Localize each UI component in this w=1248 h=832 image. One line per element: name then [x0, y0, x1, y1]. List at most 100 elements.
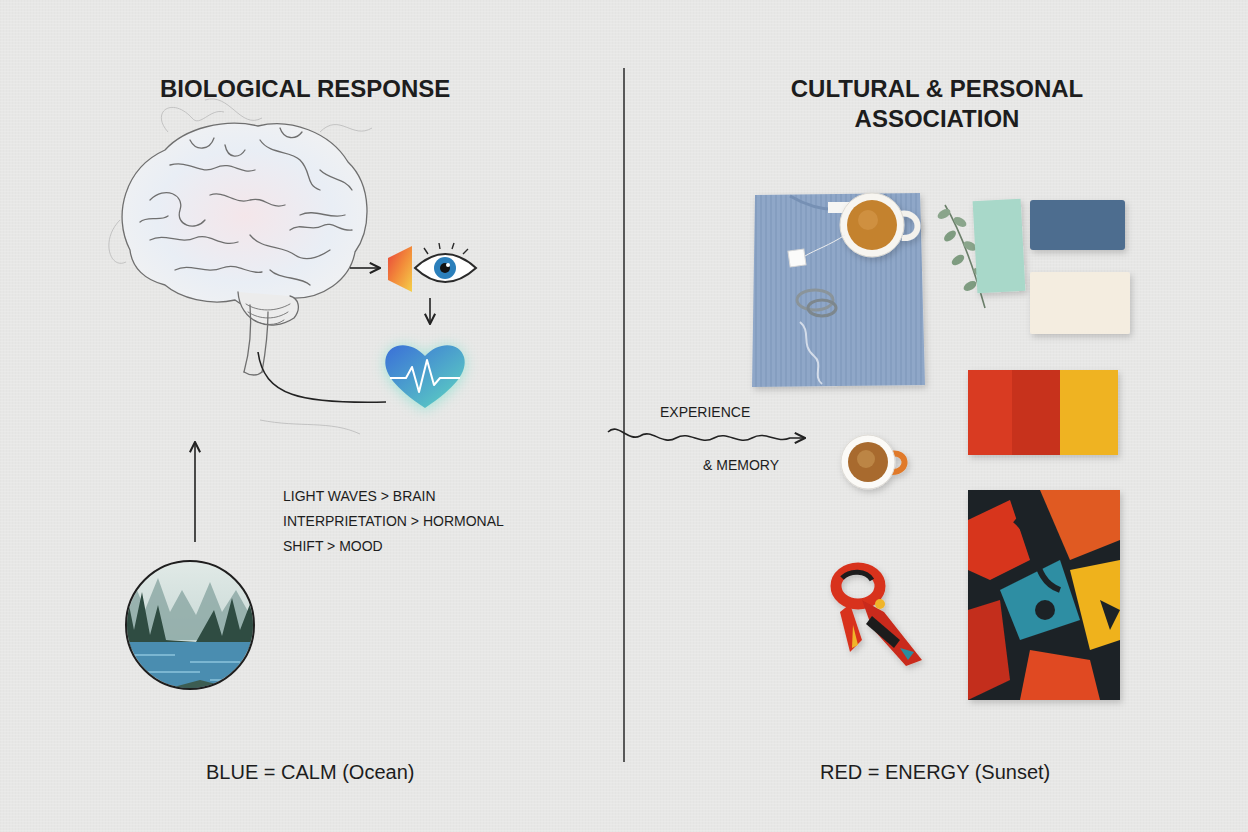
eucalyptus-photo [942, 228, 958, 243]
brain-to-eye-arrow [350, 268, 380, 269]
brain-to-eye-arrow [350, 267, 380, 269]
brain-sketch [244, 305, 251, 372]
tea-cup-photo [858, 210, 878, 230]
brain-sketch [175, 266, 262, 272]
arrow-label: EXPERIENCE [660, 403, 750, 421]
tea-bag-photo [805, 235, 845, 256]
eye-icon [440, 263, 450, 273]
eye-icon [415, 243, 476, 282]
abstract-scarf-photo [968, 500, 1030, 580]
brain-to-heart-line [258, 352, 386, 402]
heart-icon [385, 346, 464, 410]
brain-sketch [244, 372, 262, 375]
brain-sketch [290, 224, 352, 230]
arrow-label: & MEMORY [703, 456, 779, 474]
scarf-knot-photo [840, 604, 862, 652]
label-anchor: RED = ENERGY (Sunset) [820, 760, 1050, 785]
light-wave-icon [388, 246, 412, 292]
abstract-scarf-photo [1070, 560, 1120, 650]
tea-cup-photo [847, 200, 897, 250]
tea-bag-photo [808, 300, 836, 316]
brain-sketch [122, 123, 367, 375]
abstract-scarf-photo [1020, 650, 1100, 700]
scarf-knot-photo [836, 568, 922, 666]
eye-to-heart-arrow [430, 298, 431, 324]
heart-icon [390, 360, 460, 392]
espresso-cup-photo [841, 435, 905, 489]
heart-icon [385, 345, 464, 410]
scarf-knot-photo [852, 625, 858, 648]
light-wave-icon [388, 246, 412, 292]
brain-sketch [300, 213, 345, 217]
up-arrow [194, 442, 196, 542]
brain-sketch [280, 128, 302, 138]
tea-cup-photo [840, 193, 918, 257]
summary-label: BLUE = CALM (Ocean) [206, 760, 414, 785]
brain-sketch [260, 140, 320, 190]
brain-sketch [262, 312, 268, 372]
eye-icon [424, 243, 468, 254]
eucalyptus-photo [962, 279, 978, 293]
brain-sketch [140, 216, 168, 222]
pencil-sketch [205, 99, 262, 120]
forest-lake-picture [126, 561, 254, 689]
brain-sketch [246, 304, 290, 310]
fabric-swatches [968, 370, 1012, 455]
brain-sketch [210, 194, 285, 206]
wavy-arrow [608, 429, 805, 440]
abstract-scarf-photo [1015, 520, 1060, 590]
espresso-cup-photo [848, 442, 888, 482]
brain-sketch [190, 138, 214, 148]
scarf-knot-photo [862, 600, 922, 666]
abstract-scarf-photo [968, 600, 1010, 700]
label-anchor: & MEMORY [703, 456, 779, 474]
eye-icon [434, 257, 456, 279]
pencil-sketch [320, 125, 372, 132]
scarf-knot-photo [900, 648, 914, 660]
brain-sketch [225, 145, 245, 156]
abstract-scarf-photo [1035, 600, 1055, 620]
up-arrow [195, 442, 196, 542]
brain-to-heart-line [258, 352, 386, 402]
sweater-photo [752, 193, 925, 387]
brain-sketch [150, 193, 205, 227]
divider-line [623, 68, 625, 762]
forest-lake-picture [120, 555, 262, 700]
scarf-knot-photo [866, 616, 900, 648]
label-anchor: EXPERIENCE [660, 403, 750, 421]
forest-lake-picture [130, 655, 255, 680]
divider-line [624, 68, 625, 762]
tea-bag-photo [788, 249, 806, 267]
pencil-sketch [109, 99, 372, 434]
fabric-swatches [973, 199, 1026, 293]
eucalyptus-photo [936, 207, 952, 221]
fabric-swatches [1030, 200, 1125, 250]
brain-sketch [254, 320, 284, 325]
brain-sketch [140, 128, 352, 285]
brain-sketch [150, 237, 238, 244]
panel-heading: CULTURAL & PERSONAL ASSOCIATION [767, 74, 1107, 134]
wavy-arrow [608, 429, 805, 440]
eucalyptus-photo [950, 253, 966, 268]
process-caption: LIGHT WAVES > BRAIN INTERPRIETATION > HO… [283, 484, 505, 559]
eye-to-heart-arrow [429, 298, 431, 324]
panel-heading: BIOLOGICAL RESPONSE [160, 74, 450, 104]
abstract-scarf-photo [968, 490, 1120, 700]
scarf-knot-photo [875, 599, 885, 609]
tea-bag-photo [788, 235, 845, 384]
label-anchor: BLUE = CALM (Ocean) [206, 760, 414, 785]
abstract-scarf-photo [1100, 600, 1120, 630]
fabric-swatches [968, 199, 1130, 455]
fabric-swatches [1030, 272, 1130, 334]
forest-lake-picture [120, 555, 262, 700]
brain-sketch [250, 235, 330, 259]
eucalyptus-photo [952, 215, 968, 229]
label-anchor: BIOLOGICAL RESPONSE [160, 74, 450, 104]
brain-sketch [122, 123, 367, 308]
brain-sketch [170, 164, 255, 171]
abstract-scarf-photo [1040, 490, 1120, 560]
